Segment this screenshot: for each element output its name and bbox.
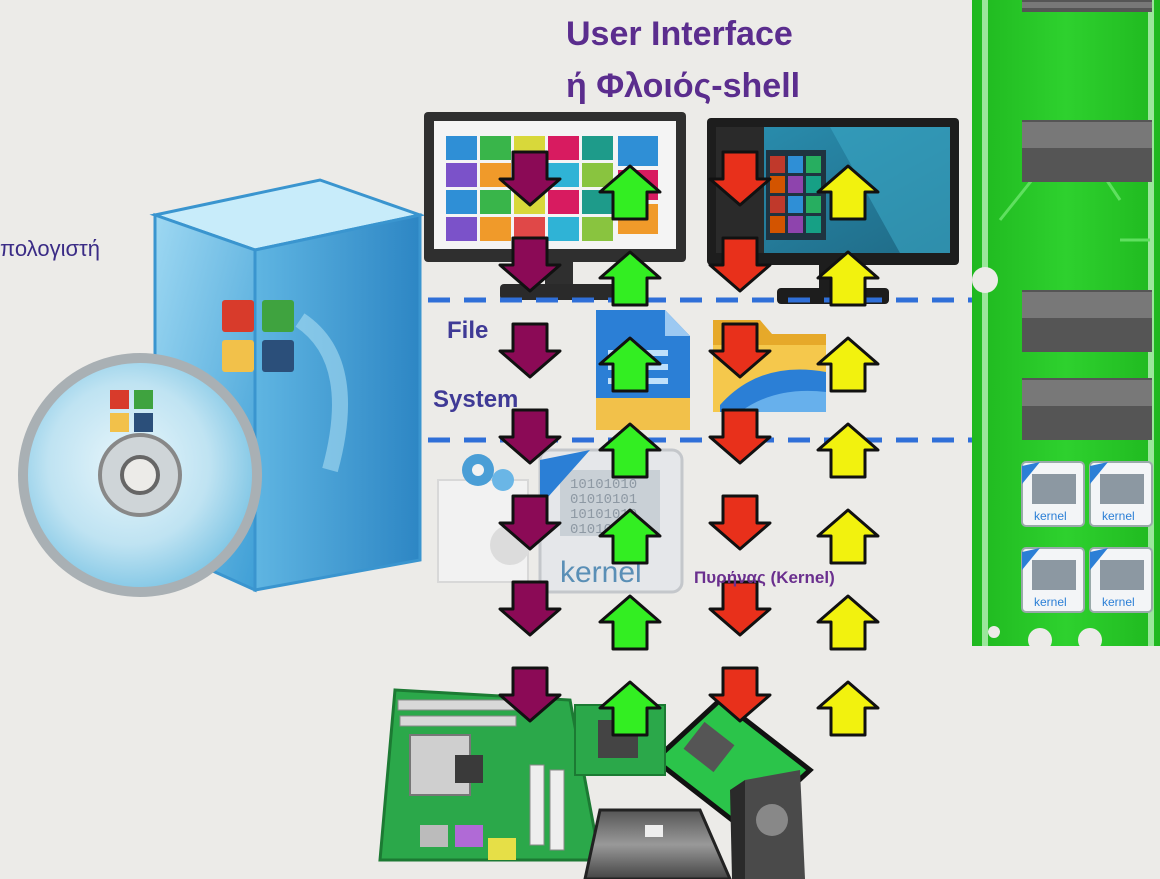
metro-tile — [548, 217, 579, 241]
start-tile — [806, 176, 821, 193]
metro-tile — [446, 190, 477, 214]
metro-tile — [446, 217, 477, 241]
up-arrow-icon — [598, 336, 662, 393]
start-tile — [770, 216, 785, 233]
filesystem-label-line-2: System — [433, 386, 519, 413]
title-line-1: User Interface — [566, 15, 793, 53]
down-arrow-icon — [708, 150, 772, 207]
start-tile — [806, 156, 821, 173]
metro-tile — [548, 136, 579, 160]
down-arrow-icon — [708, 236, 772, 293]
ram-kernel-chip-label: kernel — [1034, 509, 1067, 523]
yellow-arrows-column — [816, 164, 880, 737]
start-tile — [770, 156, 785, 173]
up-arrow-icon — [598, 250, 662, 307]
side-text: πολογιστή — [0, 236, 100, 261]
metro-tile — [548, 190, 579, 214]
red-arrows-column — [708, 150, 772, 723]
start-tile — [788, 156, 803, 173]
windows-logo-icon — [222, 300, 294, 372]
up-arrow-icon — [816, 164, 880, 221]
metro-tile — [582, 136, 613, 160]
metro-tile — [582, 190, 613, 214]
metro-tile — [582, 163, 613, 187]
down-arrow-icon — [498, 494, 562, 551]
motherboard-icon — [378, 688, 602, 862]
down-arrow-icon — [498, 580, 562, 637]
up-arrow-icon — [816, 250, 880, 307]
green-arrows-column — [598, 164, 662, 737]
metro-tile — [480, 217, 511, 241]
ram-kernel-chip-icon: kernel — [1021, 461, 1085, 527]
down-arrow-icon — [708, 322, 772, 379]
title-line-2: ή Φλοιός-shell — [566, 67, 801, 105]
ram-kernel-chip-icon: kernel — [1089, 461, 1153, 527]
down-arrow-icon — [498, 236, 562, 293]
metro-tile — [480, 190, 511, 214]
ram-kernel-chip-icon: kernel — [1021, 547, 1085, 613]
start-tile — [788, 196, 803, 213]
ram-kernel-chip-label: kernel — [1034, 595, 1067, 609]
up-arrow-icon — [598, 422, 662, 479]
start-tile — [770, 196, 785, 213]
down-arrow-icon — [708, 580, 772, 637]
ram-kernel-chip-label: kernel — [1102, 595, 1135, 609]
start-tile — [806, 216, 821, 233]
start-tile — [788, 176, 803, 193]
purple-arrows-column — [498, 150, 562, 723]
up-arrow-icon — [816, 422, 880, 479]
up-arrow-icon — [598, 680, 662, 737]
hard-drive-icon — [730, 770, 805, 879]
up-arrow-icon — [816, 594, 880, 651]
metro-tile — [480, 136, 511, 160]
up-arrow-icon — [816, 680, 880, 737]
metro-tile — [446, 163, 477, 187]
down-arrow-icon — [498, 408, 562, 465]
metro-tile — [582, 217, 613, 241]
metro-tile — [618, 136, 658, 166]
down-arrow-icon — [708, 494, 772, 551]
cpu-chip-icon — [583, 808, 732, 879]
down-arrow-icon — [498, 322, 562, 379]
start-tile — [788, 216, 803, 233]
up-arrow-icon — [816, 508, 880, 565]
cd-disc-icon — [18, 353, 262, 597]
ram-kernel-chip-label: kernel — [1102, 509, 1135, 523]
up-arrow-icon — [598, 508, 662, 565]
kernel-layer-label: Πυρήνας (Kernel) — [694, 568, 835, 587]
up-arrow-icon — [598, 164, 662, 221]
up-arrow-icon — [816, 336, 880, 393]
ram-module-icon: kernel kernel kernel kernel — [972, 0, 1160, 652]
filesystem-label-line-1: File — [447, 317, 489, 344]
down-arrow-icon — [498, 150, 562, 207]
start-tile — [806, 196, 821, 213]
up-arrow-icon — [598, 594, 662, 651]
start-tile — [770, 176, 785, 193]
ram-kernel-chip-icon: kernel — [1089, 547, 1153, 613]
down-arrow-icon — [708, 666, 772, 723]
metro-tile — [446, 136, 477, 160]
down-arrow-icon — [708, 408, 772, 465]
settings-gears-icon — [437, 454, 530, 583]
down-arrow-icon — [498, 666, 562, 723]
